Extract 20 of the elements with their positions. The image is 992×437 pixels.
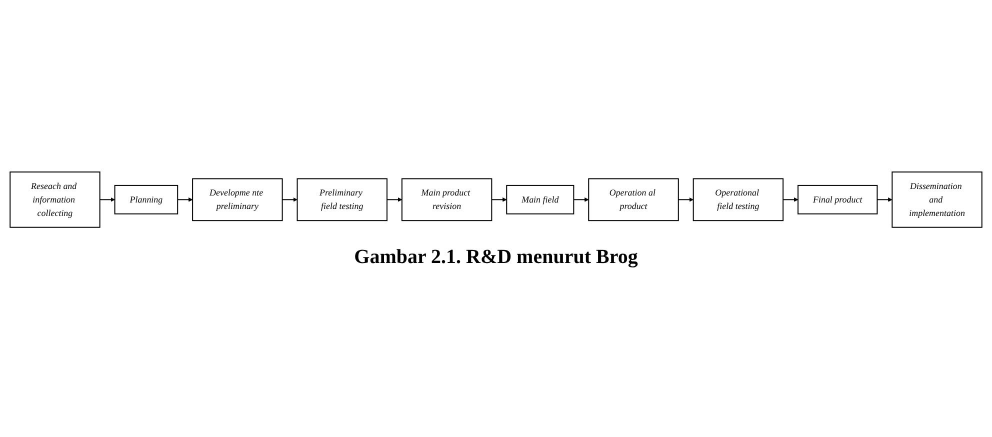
node-box: Dissemination and implementation <box>892 172 982 228</box>
node-box: Operation al product <box>588 178 679 222</box>
node-box: Final product <box>798 185 878 215</box>
arrow <box>282 198 298 202</box>
arrow <box>782 198 798 202</box>
node-box: Planning <box>114 185 178 215</box>
caption: Gambar 2.1. R&D menurut Brog <box>354 246 638 269</box>
node-box: Developme nte preliminary <box>192 178 283 222</box>
node-box: Preliminary field testing <box>296 178 388 222</box>
node-box: Reseach and information collecting <box>10 172 100 228</box>
arrow <box>491 198 507 202</box>
arrow <box>678 198 694 202</box>
arrow <box>386 198 402 202</box>
node-box: Main product revision <box>401 178 492 222</box>
node-box: Operational field testing <box>692 178 784 222</box>
node-box: Main field <box>506 185 574 215</box>
arrow <box>573 198 589 202</box>
arrow <box>99 198 115 202</box>
arrow <box>876 198 892 202</box>
arrow <box>177 198 193 202</box>
